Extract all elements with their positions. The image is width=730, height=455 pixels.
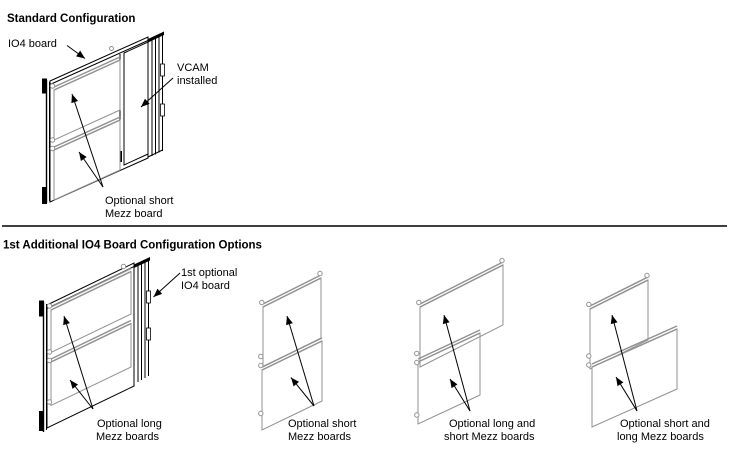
figure-long-short-mezz: Optional long and short Mezz boards	[414, 257, 535, 443]
callout-arrow-mezz-upper	[286, 315, 315, 407]
mezz-board-short-lower	[414, 329, 481, 425]
label-vcam-line1: VCAM	[177, 62, 209, 74]
callout-arrow-vcam	[140, 77, 174, 108]
label-fig2-line1: Optional short	[288, 418, 356, 430]
label-std-mezz-line1: Optional short	[105, 195, 173, 207]
callout-arrow-mezz-upper	[610, 314, 638, 412]
io4-rails	[147, 31, 165, 158]
callout-arrow-mezz-lower	[615, 376, 638, 412]
label-fig2-line2: Mezz boards	[288, 431, 351, 443]
figure-long-mezz: 1st optional IO4 board Optional long Mez…	[39, 257, 237, 443]
label-fig4-line1: Optional short and	[620, 418, 710, 430]
label-fig1-line1: Optional long	[97, 418, 162, 430]
mezz-board-lower	[49, 116, 121, 201]
section-heading-standard: Standard Configuration	[7, 13, 135, 25]
label-fig3-line1: Optional long and	[449, 418, 535, 430]
label-std-mezz-line2: Mezz board	[105, 208, 162, 220]
mezz-board-long-upper	[416, 257, 505, 368]
callout-arrow-optional-io4	[153, 272, 181, 298]
mezz-board-long-lower	[586, 325, 678, 428]
label-vcam-line2: installed	[177, 75, 217, 87]
mezz-board-upper	[49, 46, 121, 141]
callout-arrow-mezz-lower	[449, 378, 471, 412]
mezz-board-short-upper	[586, 272, 650, 370]
optional-io4-rails	[134, 257, 151, 382]
callout-arrow-mezz-upper	[63, 315, 94, 410]
callout-arrow-io4-board	[66, 45, 86, 59]
label-fig3-line2: short Mezz boards	[444, 431, 535, 443]
mezz-board-upper	[46, 263, 132, 354]
figure-standard-config: IO4 board VCAM installed Optional short …	[8, 31, 217, 220]
label-opt-io4-line2: IO4 board	[181, 280, 230, 292]
label-fig1-line2: Mezz boards	[96, 431, 159, 443]
callout-arrow-mezz-lower	[290, 377, 315, 407]
callout-arrow-mezz-lower	[69, 379, 94, 410]
label-fig4-line2: long Mezz boards	[617, 431, 704, 443]
label-opt-io4-line1: 1st optional	[181, 267, 237, 279]
front-panel-bracket	[42, 78, 50, 204]
label-io4-board: IO4 board	[8, 38, 57, 50]
callout-arrow-mezz-lower	[78, 151, 104, 188]
front-panel-bracket	[39, 300, 47, 432]
callout-arrow-mezz-upper	[442, 314, 471, 412]
figure-short-mezz: Optional short Mezz boards	[258, 270, 356, 443]
figure-short-long-mezz: Optional short and long Mezz boards	[586, 272, 710, 443]
section-heading-additional: 1st Additional IO4 Board Configuration O…	[3, 240, 262, 252]
callout-arrow-mezz-upper	[71, 93, 104, 188]
